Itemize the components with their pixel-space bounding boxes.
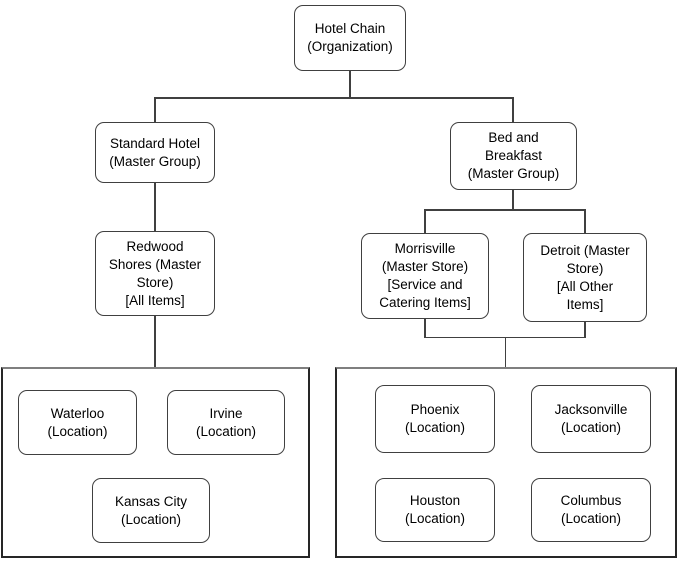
node-irvine: Irvine (Location) bbox=[167, 390, 285, 455]
connector-morrisville-up bbox=[424, 209, 426, 234]
node-hotel-chain: Hotel Chain (Organization) bbox=[294, 5, 406, 71]
node-standard-hotel: Standard Hotel (Master Group) bbox=[95, 122, 215, 183]
node-houston: Houston (Location) bbox=[375, 478, 495, 542]
connector-bedbreakfast-up bbox=[512, 97, 514, 123]
connector-stores-locations bbox=[504, 336, 506, 368]
connector-hotelchain-down bbox=[349, 71, 351, 98]
node-kansas-city: Kansas City (Location) bbox=[92, 478, 210, 543]
connector-standardhotel-up bbox=[154, 97, 156, 123]
connector-morrisville-down bbox=[424, 318, 426, 338]
node-detroit: Detroit (Master Store) [All Other Items] bbox=[523, 233, 647, 322]
node-bed-and-breakfast: Bed and Breakfast (Master Group) bbox=[450, 122, 577, 190]
node-jacksonville: Jacksonville (Location) bbox=[531, 385, 651, 453]
node-waterloo: Waterloo (Location) bbox=[18, 390, 137, 455]
connector-level1-horizontal bbox=[154, 97, 514, 99]
connector-detroit-down bbox=[584, 321, 586, 338]
connector-detroit-up bbox=[584, 209, 586, 234]
node-columbus: Columbus (Location) bbox=[531, 478, 651, 542]
connector-bedbreakfast-down bbox=[512, 190, 514, 211]
node-phoenix: Phoenix (Location) bbox=[375, 385, 495, 453]
node-redwood-shores: Redwood Shores (Master Store) [All Items… bbox=[95, 231, 215, 316]
connector-standardhotel-redwood bbox=[154, 182, 156, 231]
connector-redwood-locations bbox=[154, 315, 156, 368]
node-morrisville: Morrisville (Master Store) [Service and … bbox=[361, 233, 489, 319]
connector-level2-horizontal bbox=[424, 209, 586, 211]
